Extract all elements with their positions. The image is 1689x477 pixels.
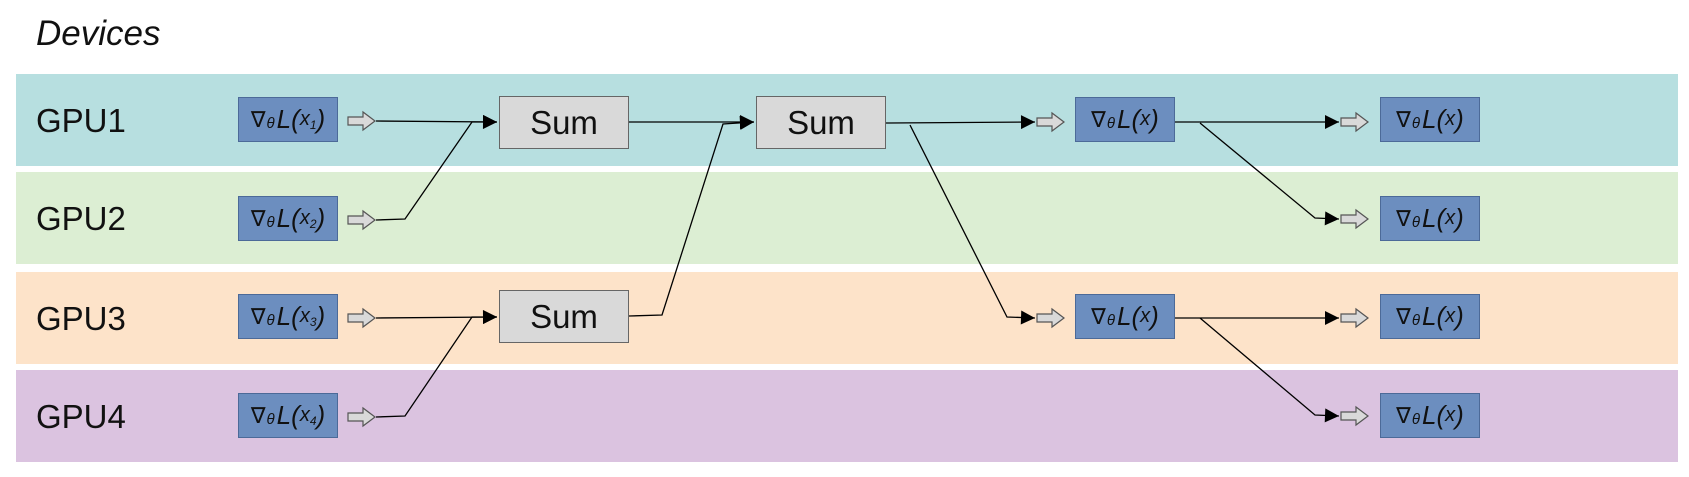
edge-sum3-to-sum2 — [628, 115, 755, 317]
sum-node-gpu1-second: Sum — [756, 96, 886, 149]
nabla-symbol: ∇ — [250, 402, 266, 428]
sum-node-gpu3: Sum — [499, 290, 629, 343]
edge-sum2-to-gpu1 — [885, 115, 1036, 130]
lane-label-gpu3: GPU3 — [36, 300, 126, 337]
hollow-arrow-out-gpu1-intermediate — [1036, 111, 1065, 133]
hollow-arrow-out-gpu1 — [1340, 111, 1369, 133]
lane-label-gpu2: GPU2 — [36, 200, 126, 237]
nabla-symbol: ∇ — [250, 205, 266, 231]
lane-label-gpu1: GPU1 — [36, 102, 126, 139]
edge-gpu2-to-sum — [375, 115, 497, 221]
nabla-symbol: ∇ — [250, 303, 266, 329]
hollow-arrow-input-gpu3 — [347, 307, 376, 329]
edge-sum2-to-gpu3 — [909, 124, 1036, 325]
edge-gpu1-to-gpu2 — [1199, 122, 1340, 226]
diagram-title: Devices — [36, 14, 161, 53]
hollow-arrow-out-gpu2 — [1340, 208, 1369, 230]
hollow-arrow-input-gpu2 — [347, 209, 376, 231]
hollow-arrow-out-gpu4 — [1340, 405, 1369, 427]
nabla-symbol: ∇ — [250, 106, 266, 132]
lane-label-gpu4: GPU4 — [36, 398, 126, 435]
edge-gpu3-to-gpu4 — [1199, 317, 1340, 423]
hollow-arrow-out-gpu3-intermediate — [1036, 307, 1065, 329]
sum-node-gpu1-first: Sum — [499, 96, 629, 149]
hollow-arrow-input-gpu4 — [347, 406, 376, 428]
hollow-arrow-out-gpu3 — [1340, 307, 1369, 329]
hollow-arrow-input-gpu1 — [347, 110, 376, 132]
edge-gpu4-to-sum — [375, 310, 497, 418]
